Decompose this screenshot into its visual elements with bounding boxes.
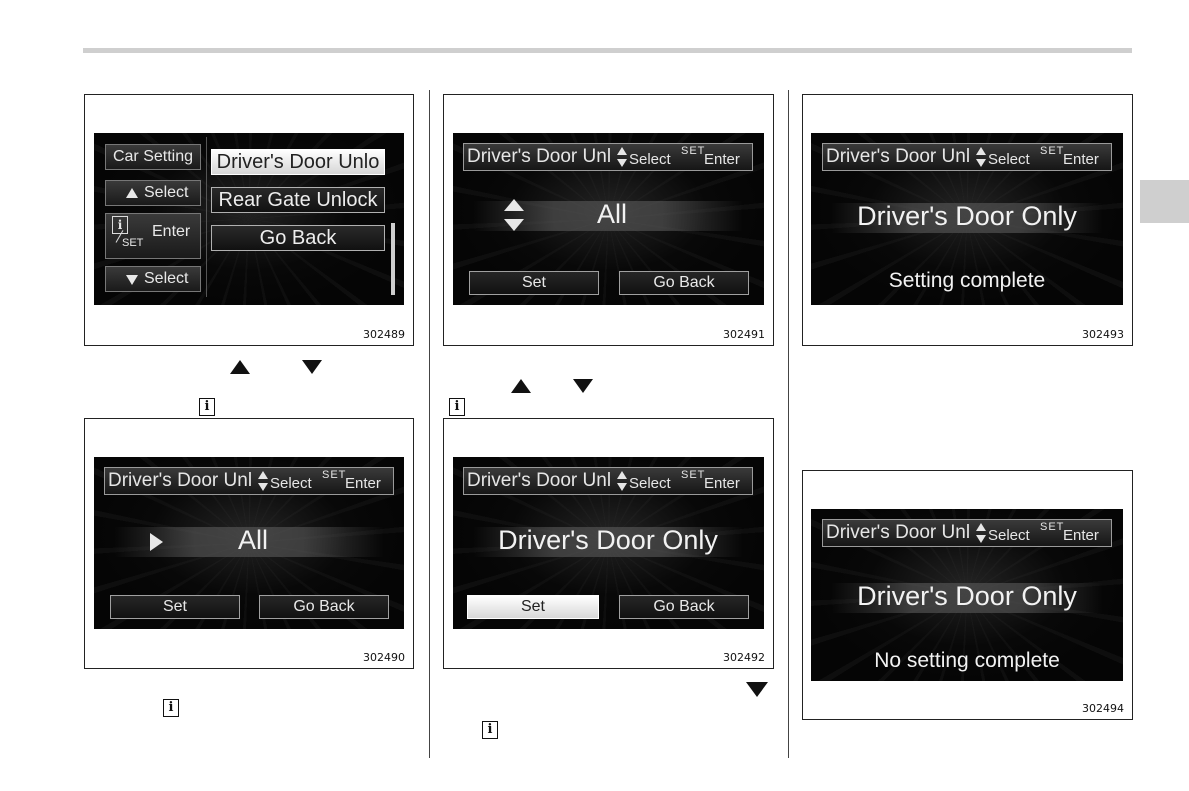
display-screen: Car Setting Select i SET Enter Select Dr… [94, 133, 404, 305]
header-set: SET [681, 145, 706, 157]
up-triangle-icon [230, 360, 250, 374]
up-triangle-icon [126, 188, 138, 198]
menu-car-setting-label: Car Setting [112, 148, 194, 165]
header-enter: Enter [704, 475, 740, 492]
header-enter: Enter [345, 475, 381, 492]
display-screen: Driver's Door Unl Select SET Enter All S… [453, 133, 764, 305]
header-select: Select [629, 475, 671, 492]
selected-value: Driver's Door Only [857, 581, 1077, 611]
screen-header: Driver's Door Unl Select SET Enter [463, 467, 753, 495]
right-triangle-icon [150, 533, 163, 551]
selected-value: Driver's Door Only [857, 201, 1077, 231]
down-triangle-icon [746, 682, 768, 697]
header-select: Select [988, 151, 1030, 168]
column-divider-2 [788, 90, 789, 758]
menu-car-setting[interactable]: Car Setting [105, 144, 201, 170]
header-set: SET [1040, 521, 1065, 533]
set-label: SET [122, 237, 144, 249]
header-set: SET [322, 469, 347, 481]
go-back-button[interactable]: Go Back [259, 595, 389, 619]
value-highlight [831, 583, 1103, 613]
info-icon: i [449, 398, 465, 416]
info-icon: i [112, 216, 128, 234]
updown-arrows-icon [976, 147, 986, 167]
figure-302493: Driver's Door Unl Select SET Enter Drive… [802, 94, 1133, 346]
figure-number: 302492 [723, 651, 765, 664]
go-back-button[interactable]: Go Back [619, 595, 749, 619]
header-select: Select [988, 527, 1030, 544]
figure-302494: Driver's Door Unl Select SET Enter Drive… [802, 470, 1133, 720]
menu-select-up-label: Select [144, 184, 189, 201]
down-triangle-icon [573, 379, 593, 393]
value-highlight [831, 203, 1103, 233]
set-button[interactable]: Set [469, 271, 599, 295]
header-enter: Enter [704, 151, 740, 168]
screen-header: Driver's Door Unl Select SET Enter [104, 467, 394, 495]
figure-number: 302490 [363, 651, 405, 664]
selected-value: All [237, 525, 268, 555]
menu-info-enter[interactable]: i SET Enter [105, 213, 201, 259]
header-select: Select [270, 475, 312, 492]
figure-302489: Car Setting Select i SET Enter Select Dr… [84, 94, 414, 346]
menu-select-up[interactable]: Select [105, 180, 201, 206]
set-button[interactable]: Set [467, 595, 599, 619]
value-highlight [473, 527, 743, 557]
menu-item-drivers-door[interactable]: Driver's Door Unlo [211, 149, 385, 175]
header-enter: Enter [1063, 151, 1099, 168]
updown-arrows-icon [976, 523, 986, 543]
status-message: Setting complete [888, 269, 1046, 292]
figure-302491: Driver's Door Unl Select SET Enter All S… [443, 94, 774, 346]
menu-select-down-label: Select [144, 270, 189, 287]
header-title: Driver's Door Unl [108, 470, 253, 491]
header-select: Select [629, 151, 671, 168]
header-set: SET [681, 469, 706, 481]
header-set: SET [1040, 145, 1065, 157]
header-title: Driver's Door Unl [826, 522, 971, 543]
chapter-tab-marker [1140, 180, 1189, 223]
status-message: No setting complete [874, 649, 1060, 672]
updown-arrows-icon [258, 471, 268, 491]
display-screen: Driver's Door Unl Select SET Enter Drive… [811, 133, 1123, 305]
figure-number: 302493 [1082, 328, 1124, 341]
menu-select-down[interactable]: Select [105, 266, 201, 292]
display-screen: Driver's Door Unl Select SET Enter Drive… [811, 509, 1123, 681]
down-triangle-icon [126, 275, 138, 285]
selected-value: Driver's Door Only [498, 525, 718, 555]
scrollbar-thumb[interactable] [391, 223, 395, 295]
selected-value: All [596, 199, 627, 229]
info-icon: i [482, 721, 498, 739]
updown-arrows-icon [504, 199, 524, 231]
updown-arrows-icon [617, 471, 627, 491]
up-triangle-icon [511, 379, 531, 393]
top-rule [83, 48, 1132, 53]
figure-number: 302491 [723, 328, 765, 341]
go-back-button[interactable]: Go Back [619, 271, 749, 295]
screen-header: Driver's Door Unl Select SET Enter [463, 143, 753, 171]
figure-302490: Driver's Door Unl Select SET Enter All S… [84, 418, 414, 669]
screen-header: Driver's Door Unl Select SET Enter [822, 143, 1112, 171]
display-screen: Driver's Door Unl Select SET Enter All S… [94, 457, 404, 629]
figure-number: 302489 [363, 328, 405, 341]
header-enter: Enter [1063, 527, 1099, 544]
menu-enter-label: Enter [152, 223, 191, 240]
set-button[interactable]: Set [110, 595, 240, 619]
display-screen: Driver's Door Unl Select SET Enter Drive… [453, 457, 764, 629]
header-title: Driver's Door Unl [467, 470, 612, 491]
menu-divider [206, 137, 207, 297]
updown-arrows-icon [617, 147, 627, 167]
figure-number: 302494 [1082, 702, 1124, 715]
info-icon: i [199, 398, 215, 416]
column-divider-1 [429, 90, 430, 758]
header-title: Driver's Door Unl [826, 146, 971, 167]
header-title: Driver's Door Unl [467, 146, 612, 167]
screen-header: Driver's Door Unl Select SET Enter [822, 519, 1112, 547]
menu-item-go-back[interactable]: Go Back [211, 225, 385, 251]
figure-302492: Driver's Door Unl Select SET Enter Drive… [443, 418, 774, 669]
info-icon: i [163, 699, 179, 717]
down-triangle-icon [302, 360, 322, 374]
menu-item-rear-gate[interactable]: Rear Gate Unlock [211, 187, 385, 213]
